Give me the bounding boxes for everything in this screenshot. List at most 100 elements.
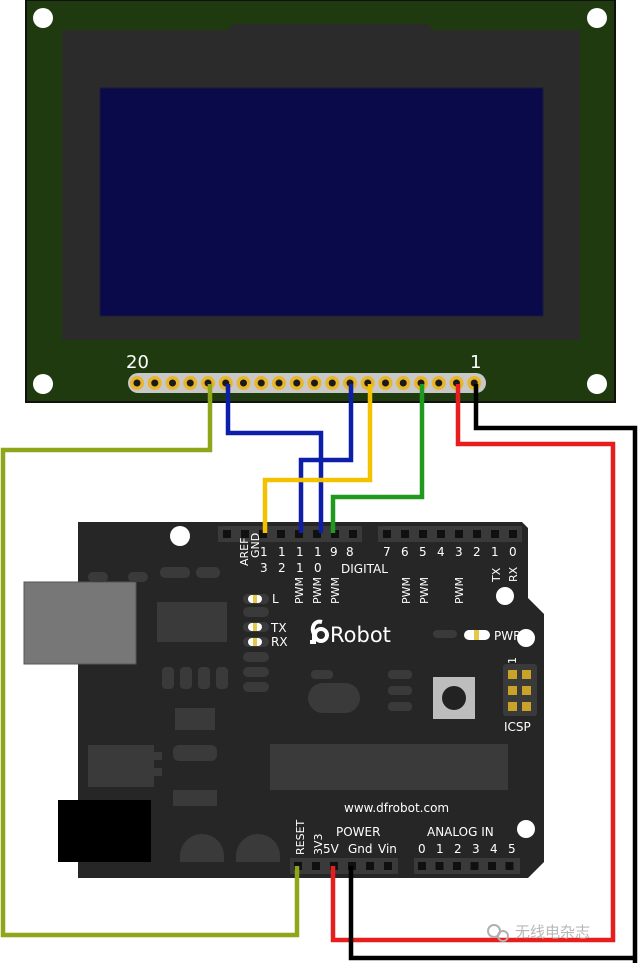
header-pin (488, 862, 496, 870)
icsp-pin (508, 686, 517, 695)
header-pin (473, 530, 481, 538)
header-pin (366, 862, 374, 870)
icsp-pin (508, 670, 517, 679)
component (388, 702, 412, 711)
dc-jack (58, 800, 151, 862)
icsp-pin (522, 702, 531, 711)
component (311, 670, 333, 679)
pin9-label: 9 (330, 545, 338, 559)
pin-20-label: 20 (126, 352, 149, 373)
board-hole (517, 820, 535, 838)
pin2-label: 2 (473, 545, 481, 559)
header-pin (223, 530, 231, 538)
icsp-pins (508, 670, 531, 711)
board-hole (517, 629, 535, 647)
pin12-b: 2 (278, 561, 286, 575)
led-pill (243, 682, 269, 692)
wire-black-1 (473, 384, 638, 963)
gnd-power-label: Gnd (348, 842, 373, 856)
pin6-label: 6 (401, 545, 409, 559)
reset-label: RESET (294, 819, 307, 855)
pwm-3-label: PWM (453, 577, 466, 604)
pin5-label: 5 (419, 545, 427, 559)
rx-pin-label: RX (507, 566, 520, 582)
lcd-pins (130, 376, 482, 390)
component (175, 708, 215, 730)
lcd-pin-hole (151, 379, 159, 387)
component (216, 667, 228, 689)
wire-red (330, 384, 616, 943)
header-pin (455, 530, 463, 538)
aref-label: AREF (238, 538, 251, 566)
icsp-label: ICSP (504, 720, 531, 734)
header-pin (505, 862, 514, 870)
pin7-label: 7 (383, 545, 391, 559)
component (173, 790, 217, 806)
wire-yellow (262, 384, 373, 533)
crystal (308, 683, 360, 713)
lcd-pin-hole (435, 379, 443, 387)
5v-label: 5V (323, 842, 340, 856)
brand-label: Robot (330, 623, 391, 647)
lcd-pin-hole (399, 379, 407, 387)
led-pill (243, 652, 269, 662)
component (160, 567, 190, 578)
component (198, 667, 210, 689)
pwr-led-core (474, 630, 479, 640)
component (388, 670, 412, 679)
gnd-label: GND (249, 533, 262, 558)
wechat-icon-bubble (497, 930, 509, 942)
header-pin (331, 530, 339, 538)
component (154, 752, 162, 760)
a3-label: 3 (472, 842, 480, 856)
led-pill (243, 667, 269, 677)
header-pin (241, 530, 249, 538)
pwm-11-label: PWM (293, 577, 306, 604)
board-hole (496, 587, 514, 605)
board-labels: AREF GND 1 3 1 2 1 1 1 0 9 8 DIGITAL 7 6… (238, 533, 531, 856)
wire-blue-2 (298, 384, 354, 533)
component (173, 745, 217, 761)
led-tx-label: TX (270, 621, 287, 635)
lcd-pin-hole (133, 379, 141, 387)
header-pin (295, 530, 303, 538)
wire-green (330, 384, 425, 533)
reset-button-cap[interactable] (442, 686, 466, 710)
lcd-pin-hole (169, 379, 176, 387)
pin-1-label: 1 (470, 352, 481, 373)
header-pin (453, 862, 461, 870)
wire-olive (0, 384, 300, 938)
icsp-pin1-label: 1 (506, 657, 519, 664)
lcd-screen (99, 87, 544, 317)
capacitor (236, 834, 280, 862)
led-rx-label: RX (271, 635, 288, 649)
pin3-label: 3 (455, 545, 463, 559)
pwm-6-label: PWM (400, 577, 413, 604)
header-pin (349, 530, 357, 538)
tx-pin-label: TX (490, 567, 503, 583)
header-pin (383, 530, 391, 538)
pwm-5-label: PWM (418, 577, 431, 604)
lcd-pin-hole (275, 379, 283, 387)
component (180, 667, 192, 689)
vin-label: Vin (378, 842, 397, 856)
component (433, 630, 457, 638)
header-pin (470, 862, 479, 870)
component (88, 572, 108, 582)
a5-label: 5 (508, 842, 516, 856)
header-pin (509, 530, 517, 538)
led-pill (243, 607, 269, 617)
component (196, 567, 220, 578)
pwr-label: PWR (494, 629, 521, 643)
lcd-pin-header (128, 373, 486, 393)
wires (0, 384, 638, 963)
icsp-pin (508, 702, 517, 711)
a4-label: 4 (490, 842, 498, 856)
digital-header-left (218, 526, 362, 542)
header-pin (313, 530, 321, 538)
lcd-pin-hole (382, 379, 389, 387)
lcd-pin-hole (240, 379, 247, 387)
mount-hole (587, 8, 607, 28)
watermark-text: 无线电杂志 (515, 923, 590, 941)
